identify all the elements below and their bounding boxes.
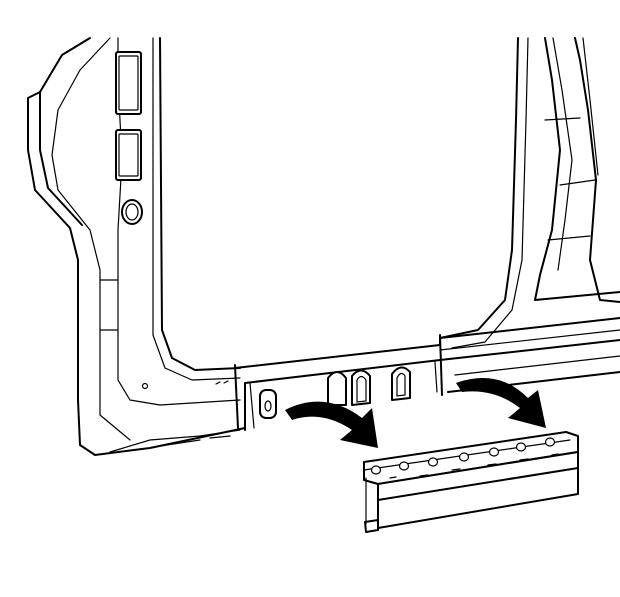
- rocker-reinforcement: [363, 431, 579, 533]
- sill-slots: [327, 366, 411, 406]
- arrow-right: [456, 378, 546, 428]
- bracket-holes: [370, 437, 556, 475]
- body-side-panel: [27, 37, 620, 456]
- arrow-left: [285, 401, 378, 448]
